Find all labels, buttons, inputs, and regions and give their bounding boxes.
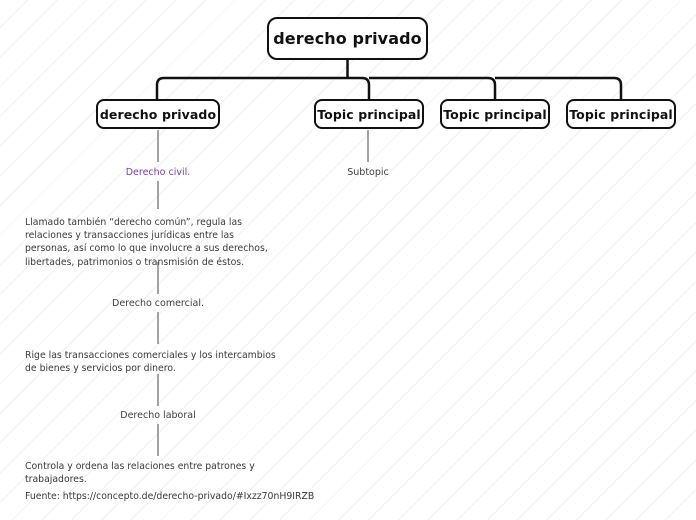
connector-root-to-topic-4 <box>495 76 623 99</box>
node-root[interactable]: derecho privado <box>267 17 428 60</box>
leaf-derecho-comercial[interactable]: Derecho comercial. <box>112 298 204 309</box>
node-topic-4[interactable]: Topic principal <box>566 99 676 129</box>
leaf-derecho-civil-description[interactable]: Llamado también “derecho común”, regula … <box>25 217 268 268</box>
node-topic-3[interactable]: Topic principal <box>440 99 550 129</box>
connector-root-to-topic-3 <box>369 76 497 99</box>
leaf-subtopic[interactable]: Subtopic <box>347 167 389 178</box>
leaf-derecho-laboral[interactable]: Derecho laboral <box>120 410 196 421</box>
connector-root-to-topic-1 <box>155 76 348 99</box>
node-topic-1[interactable]: derecho privado <box>96 99 220 129</box>
source-reference[interactable]: Fuente: https://concepto.de/derecho-priv… <box>25 491 315 502</box>
connector-root-to-topic-2 <box>347 76 371 99</box>
leaf-derecho-laboral-description[interactable]: Controla y ordena las relaciones entre p… <box>25 461 255 486</box>
leaf-derecho-comercial-description[interactable]: Rige las transacciones comerciales y los… <box>25 350 276 375</box>
node-topic-2[interactable]: Topic principal <box>314 99 424 129</box>
leaf-derecho-civil[interactable]: Derecho civil. <box>125 167 191 178</box>
